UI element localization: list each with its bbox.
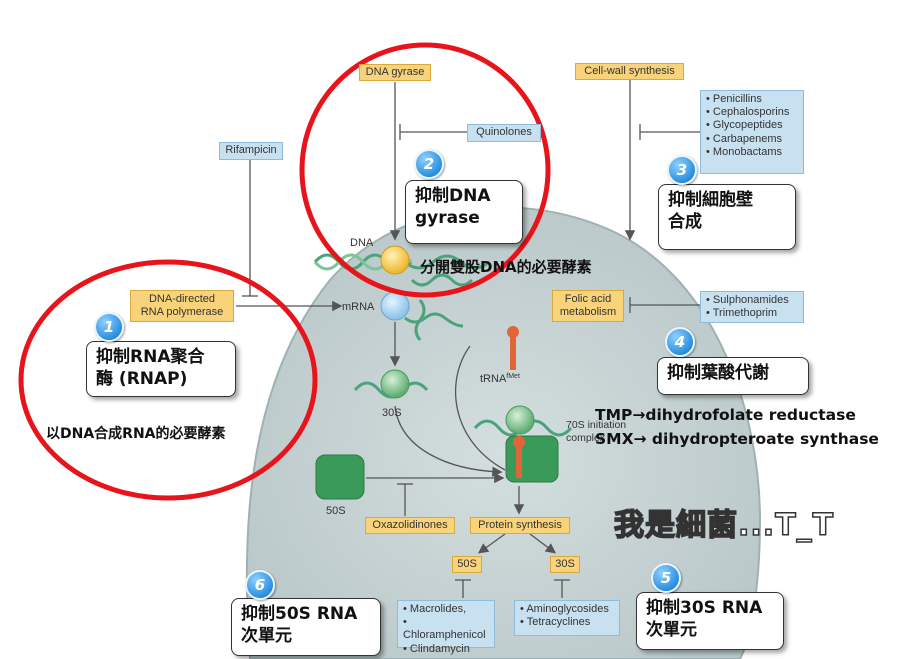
drug-list-item: Sulphonamides [706,294,798,307]
badge-2: 2 [414,149,444,179]
pathway-arrows [236,80,700,598]
rnap-enzyme [380,291,410,321]
badge-4: 4 [665,327,695,357]
highlight-circle-rnap [18,259,318,501]
rnap-box: DNA-directed RNA polymerase [130,290,234,322]
trna-label: tRNAfMet [480,373,520,385]
ribosome-50s [315,454,365,500]
sub-30s-box: 30S [550,556,580,573]
oxazolidinones-box: Oxazolidinones [365,517,455,534]
tmp-note: TMP→dihydrofolate reductase [595,406,856,424]
callout-cell-wall: 抑制細胞壁 合成 [658,184,796,250]
init-complex-label: 70S initiation complex [566,419,629,444]
drug-list-item: Trimethoprim [706,307,798,320]
drug-list-item: Chloramphenicol [403,616,489,642]
ribosome-30s [380,369,410,399]
drug-list-item: Cephalosporins [706,106,798,119]
drug-list-item: Clindamycin [403,643,489,656]
ribosome-70s-small [505,405,535,435]
dna-label: DNA [350,237,374,249]
cell-wall-drugs-box: PenicillinsCephalosporinsGlycopeptidesCa… [700,90,804,174]
drugs-30s-box: AminoglycosidesTetracyclines [514,600,620,636]
callout-gyrase: 抑制DNA gyrase [405,180,523,244]
30s-label: 30S [382,407,402,419]
drug-list-item: Penicillins [706,93,798,106]
drugs-50s-box: Macrolides,ChloramphenicolClindamycin [397,600,495,655]
smx-note: SMX→ dihydropteroate synthase [595,430,879,448]
drug-list-item: Monobactams [706,146,798,159]
badge-5: 5 [651,563,681,593]
trna-icon [507,326,519,370]
callout-rnap: 抑制RNA聚合 酶 (RNAP) [86,341,236,397]
drug-list-item: Glycopeptides [706,119,798,132]
quinolones-box: Quinolones [467,124,541,142]
bacteria-overlay-text: 我是細菌...T_T [613,507,835,544]
dna-gyrase-box: DNA gyrase [359,64,431,81]
mrna-strand [404,299,464,341]
drug-list-item: Macrolides, [403,603,489,616]
callout-folate: 抑制葉酸代謝 [657,357,809,395]
50s-label: 50S [326,505,346,517]
highlight-circle-gyrase [299,42,551,298]
drug-list-item: Aminoglycosides [520,603,614,616]
badge-3: 3 [667,155,697,185]
sub-50s-box: 50S [452,556,482,573]
gyrase-enzyme [380,245,410,275]
protein-synthesis-box: Protein synthesis [470,517,570,534]
callout-50s: 抑制50S RNA 次單元 [231,598,381,656]
badge-6: 6 [245,570,275,600]
drug-list-item: Tetracyclines [520,616,614,629]
cell-wall-box: Cell-wall synthesis [575,63,684,80]
drug-list-item: Carbapenems [706,133,798,146]
folic-acid-box: Folic acid metabolism [552,290,624,322]
callout-30s: 抑制30S RNA 次單元 [636,592,784,650]
rifampicin-box: Rifampicin [219,142,283,160]
gyrase-note: 分開雙股DNA的必要酵素 [420,258,592,276]
badge-1: 1 [94,312,124,342]
mrna-label: mRNA [342,301,375,313]
folate-drugs-box: SulphonamidesTrimethoprim [700,291,804,323]
rnap-note: 以DNA合成RNA的必要酵素 [46,426,226,442]
